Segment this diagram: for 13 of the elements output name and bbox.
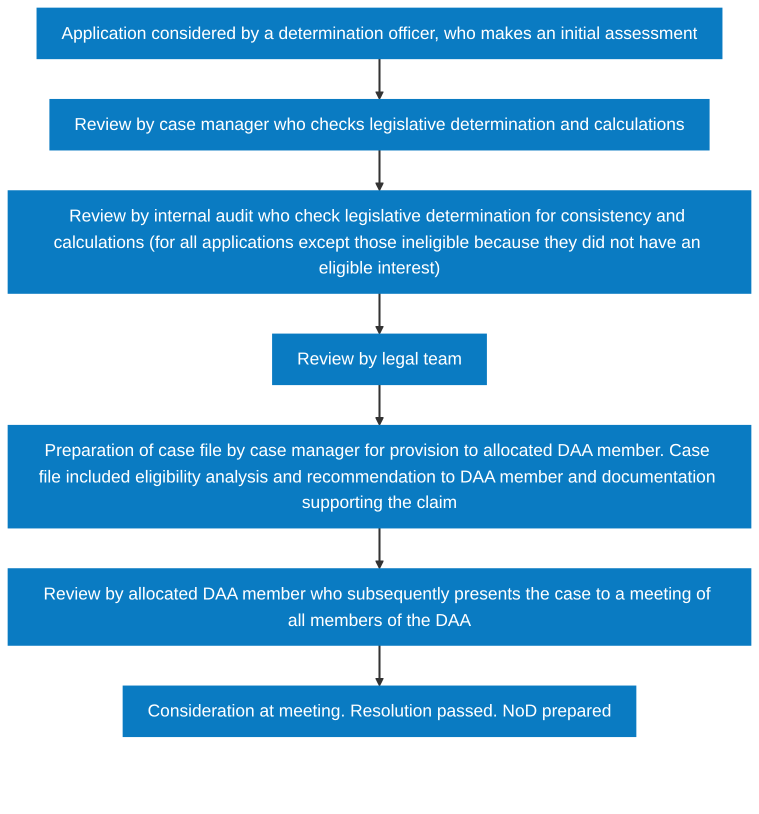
node-box: Review by legal team — [272, 334, 487, 386]
arrow — [375, 384, 384, 426]
arrow — [375, 293, 384, 334]
node-box: Consideration at meeting. Resolution passed. NoD prepared — [122, 686, 636, 738]
node-box: Review by allocated DAA member who subsequently presents the case to a meeting of all members of the DAA — [8, 568, 752, 646]
node-box: Application considered by a determination officer, who makes an initial assessment — [36, 8, 722, 60]
node-box: Preparation of case file by case manager for provision to allocated DAA member. Case file included eligibility analysis and recommendation to DAA member and documentation supporting the claim — [8, 424, 752, 528]
node-box: Review by internal audit who check legislative determination for consistency and calculations (for all applications except those ineligible because they did not have an eligible interest) — [8, 190, 752, 294]
arrow — [375, 528, 384, 570]
arrow — [375, 645, 384, 686]
arrow — [375, 58, 384, 100]
arrow — [375, 150, 384, 192]
node-box: Review by case manager who checks legislative determination and calculations — [49, 98, 710, 150]
